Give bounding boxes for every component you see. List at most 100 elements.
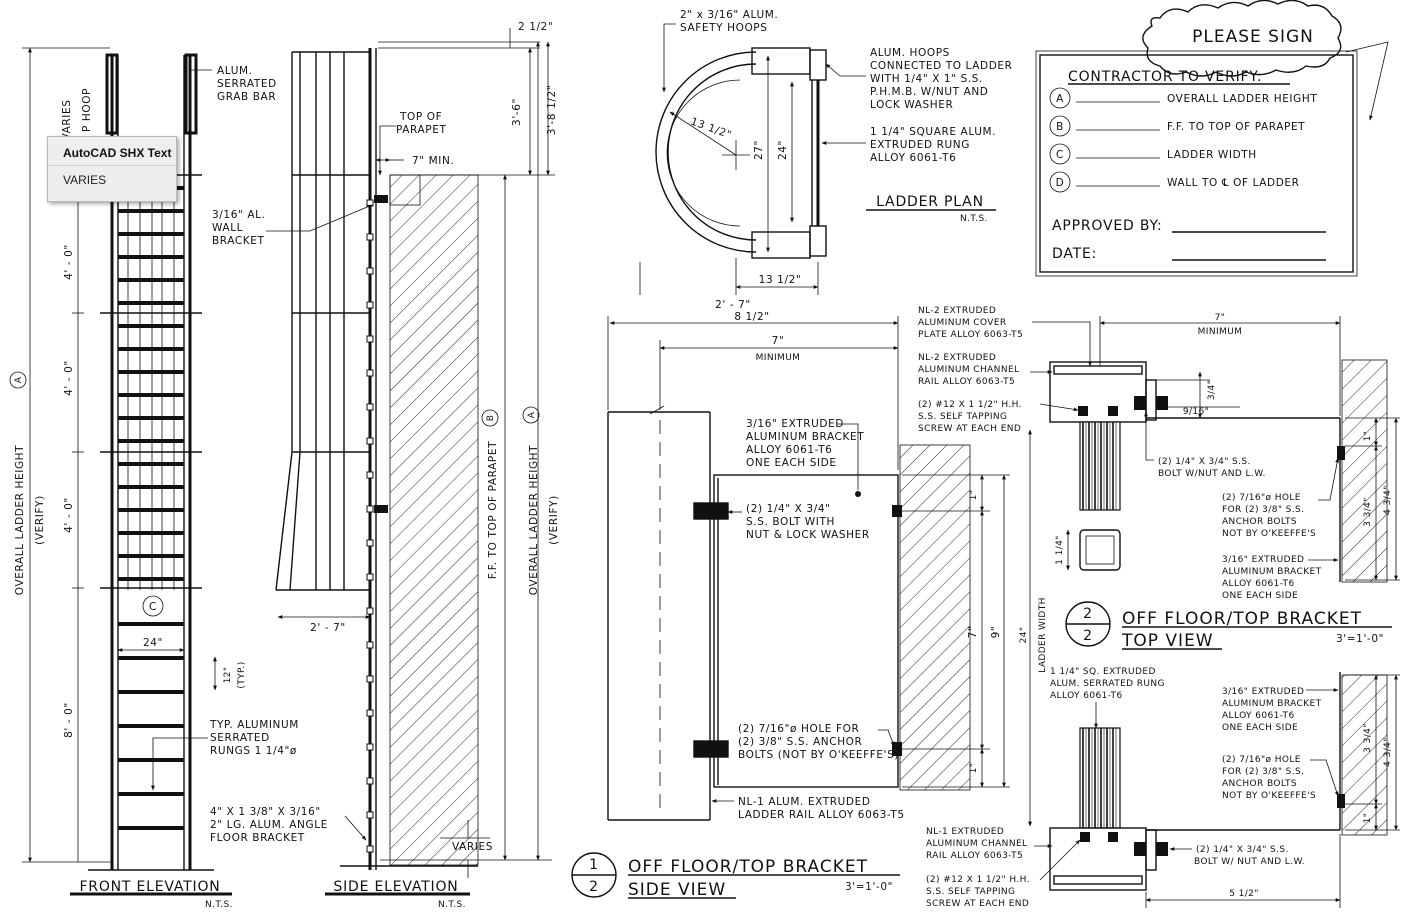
tv-hole2-line4: NOT BY O'KEEFFE'S [1222,791,1316,801]
side-rung [366,471,374,479]
tv-channel-line1: NL-2 EXTRUDED [918,353,996,363]
side-overall-height: OVERALL LADDER HEIGHT [528,445,540,595]
floor-bracket-line3: FLOOR BRACKET [210,832,305,844]
tv-hole2-line3: ANCHOR BOLTS [1222,779,1297,789]
tv-sq-rung-line3: ALLOY 6061-T6 [1050,691,1123,701]
front-rung [118,792,184,796]
front-rung [118,554,184,558]
sv-bolt-line2: S.S. BOLT WITH [746,516,835,528]
tooltip-value: VARIES [63,173,107,187]
front-rung [118,485,184,489]
front-overall-height: OVERALL LADDER HEIGHT [14,445,26,595]
varies-label: VARIES [61,100,73,141]
dim-4ft-2: 4' - 0" [63,360,75,396]
grab-bar-line2: SERRATED [217,78,277,90]
tv-bracket-line3: ALLOY 6061-T6 [1222,579,1295,589]
contractor-item-text: LADDER WIDTH [1167,149,1257,161]
date-label: DATE: [1052,246,1097,262]
sv-bolt-line3: NUT & LOCK WASHER [746,529,870,541]
wall-bracket-line3: BRACKET [212,235,265,247]
tv-3-3-4-b: 3 3/4" [1363,723,1373,753]
front-rung [118,690,184,694]
sv-bracket-line1: 3/16" EXTRUDED [746,418,844,430]
front-verify: (VERIFY) [34,495,46,545]
tv-hole-line3: ANCHOR BOLTS [1222,517,1297,527]
plan-rung-line2: EXTRUDED RUNG [870,139,970,151]
tv-bracket2-line1: 3/16" EXTRUDED [1222,687,1304,697]
side-varies: VARIES [452,841,493,853]
sv-7-vert: 7" [967,626,979,639]
floor-bracket-line2: 2" LG. ALUM. ANGLE [210,819,328,831]
plan-radius: 13 1/2" [689,116,733,142]
top-view-detail: 1 1/4" LADDER WIDTH 24" NL-2 EXTRUDED AL… [918,306,1400,909]
front-typ: (TYP.) [237,661,247,688]
sv-bracket-line3: ALLOY 6061-T6 [746,444,832,456]
front-rung [118,622,184,626]
side-verify: (VERIFY) [548,495,560,545]
tv-bracket-line4: ONE EACH SIDE [1222,591,1298,601]
tv-channel-line3: RAIL ALLOY 6063-T5 [918,377,1015,387]
tv-screw2-line2: S.S. SELF TAPPING [926,887,1015,897]
side-rung [366,573,374,581]
rung-stack-bottom [1079,727,1121,829]
front-rung [118,439,184,443]
tv-hole2-line1: (2) 7/16"ø HOLE [1222,755,1301,765]
sv-scale: 3'=1'-0" [845,881,893,893]
tv-scale: 3'=1'-0" [1336,633,1384,645]
tv-4-3-4-b: 4 3/4" [1383,737,1393,767]
plan-bottom-13-1-2: 13 1/2" [759,274,802,286]
front-width: 24" [143,637,163,649]
hoops-conn-line4: P.H.M.B. W/NUT AND [870,86,989,98]
contractor-item-circle [1049,115,1071,137]
front-rung [118,577,184,581]
sv-rail-line1: NL-1 ALUM. EXTRUDED [738,796,871,808]
front-rung [118,462,184,466]
contractor-title: CONTRACTOR TO VERIFY: [1068,69,1262,85]
wall-bracket-line2: WALL [212,222,243,234]
tv-9-16: 9/16" [1183,407,1209,417]
tv-hole2-line2: FOR (2) 3/8" S.S. [1222,767,1304,777]
tv-num: 2 [1083,606,1093,622]
front-rung [118,758,184,762]
front-rungs [118,186,184,830]
side-rung [366,369,374,377]
tv-bolt-line1: (2) 1/4" X 3/4" S.S. [1158,457,1251,467]
front-rung [118,393,184,397]
front-typ-12: 12" [223,667,233,684]
please-sign-text: PLEASE SIGN [1192,27,1314,47]
side-rung [366,675,374,683]
tv-ladder-width: LADDER WIDTH [1038,597,1048,673]
side-7-min: 7" MIN. [412,155,454,167]
grab-bar-line3: GRAB BAR [217,91,276,103]
sv-2-7: 2' - 7" [715,299,751,311]
sv-title-2: SIDE VIEW [628,880,726,900]
side-rung [366,335,374,343]
contractor-item-circle [1049,171,1071,193]
plan-24: 24" [777,140,789,160]
side-rung [366,777,374,785]
tv-3-3-4: 3 3/4" [1363,497,1373,527]
tv-screw-line2: S.S. SELF TAPPING [918,412,1007,422]
rungs-line2: SERRATED [210,732,270,744]
contractor-item-text: WALL TO ℄ OF LADDER [1167,177,1300,189]
sv-7: 7" [772,335,785,347]
tv-1-1-4: 1 1/4" [1055,535,1065,565]
side-b-circle: B [486,415,496,422]
sv-bracket-line2: ALUMINUM BRACKET [746,431,864,443]
tv-5-1-2: 5 1/2" [1229,889,1259,899]
sv-bracket-line4: ONE EACH SIDE [746,457,837,469]
sv-rail-line2: LADDER RAIL ALLOY 6063-T5 [738,809,905,821]
front-scale: N.T.S. [205,900,233,910]
side-rung [366,743,374,751]
sv-9: 9" [990,626,1002,639]
contractor-item-circle [1049,143,1071,165]
hoops-line1: 2" x 3/16" ALUM. [680,9,778,21]
side-2-1-2: 2 1/2" [518,21,553,33]
side-rung [366,539,374,547]
front-rung [118,531,184,535]
front-elevation-title: FRONT ELEVATION [79,879,220,895]
rung-stack-top [1079,421,1121,511]
ladder-plan-title: LADDER PLAN [876,194,984,210]
dim-4ft-3: 4' - 0" [63,497,75,533]
